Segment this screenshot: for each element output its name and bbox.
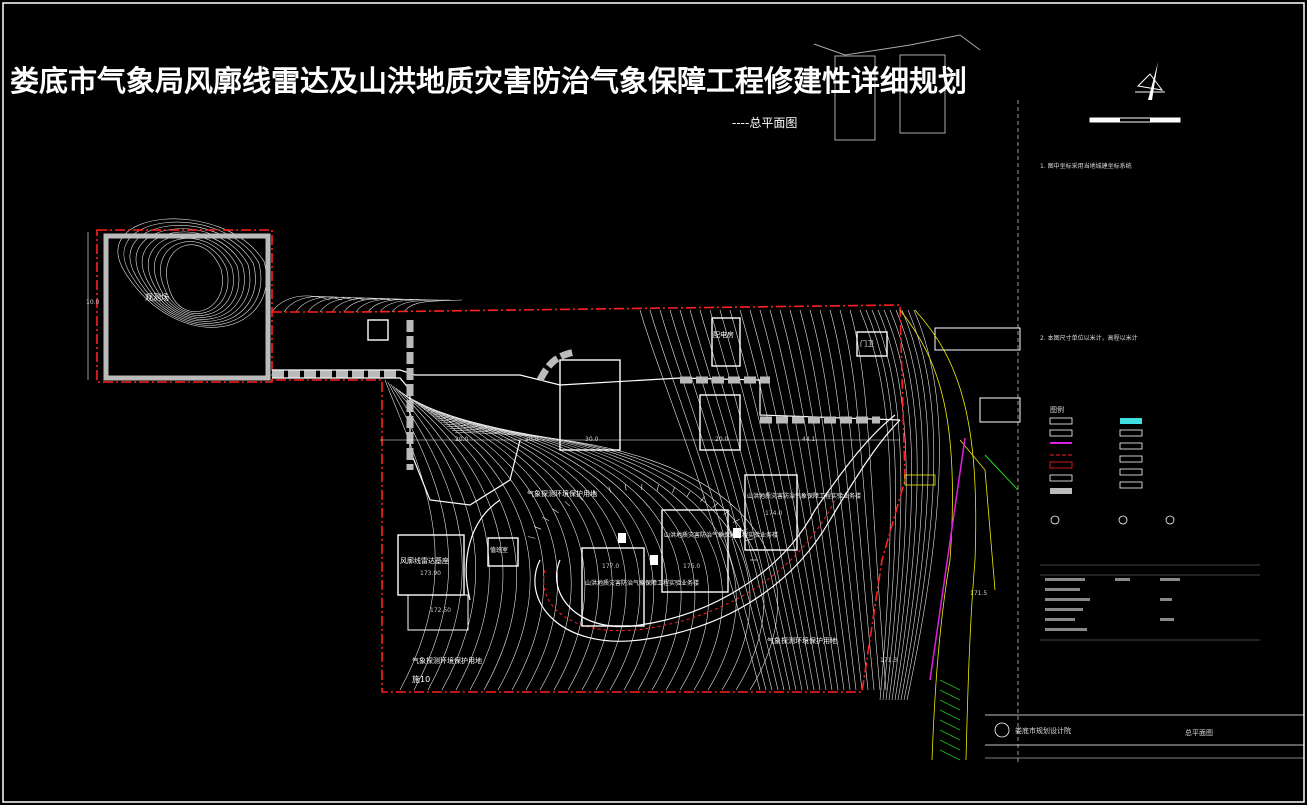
elev-5: 177.0: [602, 563, 619, 570]
label-lab-1: 山洪地质灾害防治气象保障工程实验业务楼: [585, 579, 699, 587]
elev-1: 173.90: [420, 570, 441, 577]
magenta-line: [929, 437, 966, 681]
label-duty-room: 值班室: [490, 546, 508, 554]
label-power-room: 配电房: [713, 330, 734, 339]
dim-4: 44.1: [802, 436, 816, 443]
existing-buildings-north: [813, 34, 981, 141]
logo-icon: [994, 722, 1010, 738]
label-lab-3: 山洪地质灾害防治气象保障工程实验业务楼: [747, 492, 861, 500]
property-boundary: [96, 229, 906, 693]
label-protection-south: 气象探测环境保护用地: [412, 656, 482, 665]
elev-2: 172.50: [430, 607, 451, 614]
label-protection-north: 气象探测环境保护用地: [527, 489, 597, 498]
index-table-text: [1045, 578, 1180, 631]
north-arrow-icon: [1135, 62, 1165, 100]
dim-6: 10.0: [86, 299, 100, 306]
note-1: 1. 图中坐标采用当地城建坐标系统: [1040, 162, 1132, 170]
buildings: [367, 317, 888, 631]
east-road: [899, 309, 1021, 761]
label-zone: 施10: [412, 674, 430, 684]
label-radar-base: 风廓线雷达基座: [400, 556, 449, 565]
scale-bar: [1089, 117, 1181, 123]
legend: 图例: [1049, 405, 1175, 525]
dim-2: 30.0: [585, 436, 599, 443]
elev-7: 174.0: [765, 510, 782, 517]
elev-6: 175.0: [683, 563, 700, 570]
legend-title: 图例: [1050, 405, 1064, 414]
label-gate-house: 门卫: [860, 339, 874, 348]
observation-field: [103, 233, 271, 381]
titleblock-label: 总平面图: [1185, 728, 1213, 737]
dim-3: 20.0: [715, 436, 729, 443]
elev-4: 171.3: [880, 657, 897, 664]
index-table: [1040, 564, 1260, 641]
label-lab-2: 山洪地质灾害防治气象保障工程实验业务楼: [664, 531, 778, 539]
label-observation-field: 观测场: [145, 293, 169, 302]
dim-1: 20.0: [455, 436, 469, 443]
label-protection-east: 气象探测环境保护用地: [767, 636, 837, 645]
dim-5: 20.0: [525, 436, 539, 443]
building-labels: 风廓线雷达基座 值班室 山洪地质灾害防治气象保障工程实验业务楼 山洪地质灾害防治…: [145, 293, 874, 587]
green-hatch: [939, 679, 961, 761]
building-doors: [618, 528, 741, 565]
page-subtitle: ----总平面图: [732, 116, 798, 130]
retaining-walls: [272, 320, 880, 470]
elev-3: 171.5: [970, 590, 987, 597]
titleblock-org: 娄底市规划设计院: [1015, 726, 1071, 735]
page-title: 娄底市气象局风廓线雷达及山洪地质灾害防治气象保障工程修建性详细规划: [10, 64, 968, 98]
note-2: 2. 本图尺寸单位以米计，高程以米计: [1040, 334, 1138, 342]
title-block: 娄底市规划设计院 总平面图: [985, 714, 1304, 759]
